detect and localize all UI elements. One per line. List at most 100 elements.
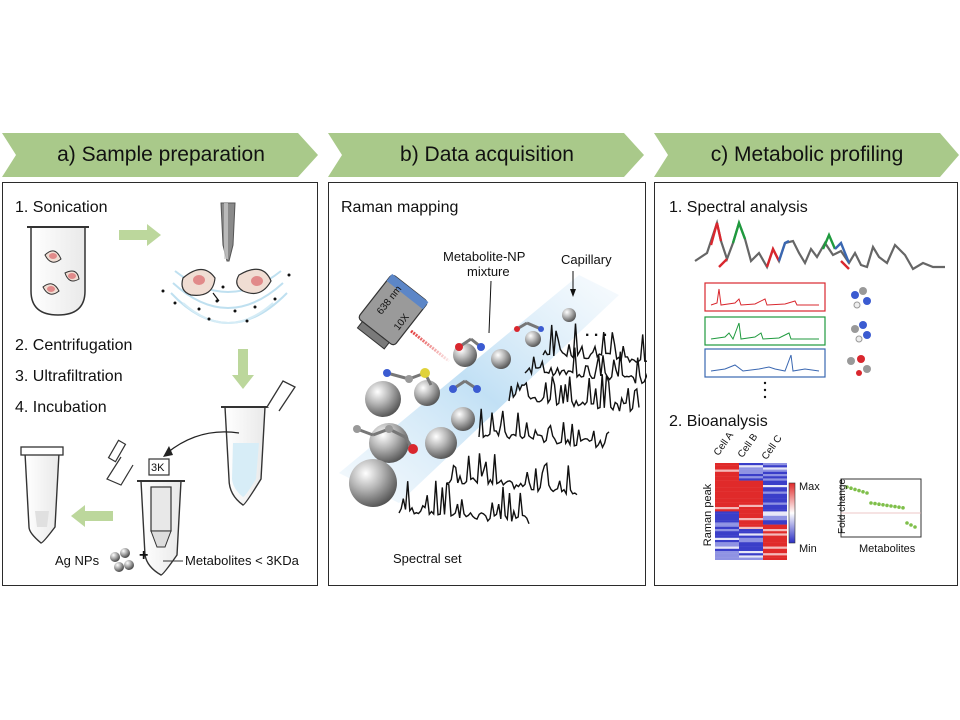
heatmap-cell	[715, 557, 739, 560]
fold-change-point	[853, 487, 857, 492]
raman-mapping-title: Raman mapping	[341, 199, 459, 216]
heatmap-cell	[739, 518, 763, 521]
heatmap-cell	[763, 529, 787, 532]
heatmap-cell	[715, 491, 739, 494]
fold-change-point	[881, 503, 885, 507]
heatmap-cell	[739, 524, 763, 527]
heatmap-cell	[763, 537, 787, 541]
heatmap-cell	[763, 467, 787, 470]
green-arrow-left	[71, 505, 113, 527]
heatmap-cell	[763, 551, 787, 554]
heatmap-cell	[739, 553, 763, 556]
heatmap-cell	[715, 542, 739, 545]
heatmap-cell	[739, 540, 763, 543]
heatmap-cell	[715, 467, 739, 470]
profiling-illustration	[694, 218, 945, 560]
heatmap-cell	[715, 469, 739, 472]
banner-arrow-shape	[328, 133, 644, 177]
sample-prep-illustration	[20, 202, 296, 576]
step-ultrafiltration: 3. Ultrafiltration	[15, 368, 123, 385]
fold-change-xlabel: Metabolites	[859, 543, 916, 555]
heatmap-cell	[715, 553, 739, 556]
step-sonication: 1. Sonication	[15, 199, 108, 216]
heatmap-cell	[715, 511, 739, 514]
heatmap-cell	[763, 480, 787, 483]
fold-change-point	[913, 525, 917, 529]
heatmap-cell	[763, 511, 787, 514]
heatmap-color-scale	[788, 482, 796, 544]
heatmap-cell	[739, 542, 763, 545]
heatmap-cell	[739, 489, 763, 492]
heatmap-cell	[739, 469, 763, 472]
heatmap-cell	[763, 485, 787, 488]
heatmap-cell	[715, 498, 739, 501]
heatmap-cell	[739, 533, 763, 536]
heatmap-cell	[739, 557, 763, 560]
step-spectral-analysis: 1. Spectral analysis	[669, 199, 808, 216]
heatmap-cell	[715, 493, 739, 497]
heatmap-cell	[763, 555, 787, 558]
spectrum-trace	[542, 323, 647, 364]
heatmap-cell	[763, 542, 787, 545]
heatmap-cell	[739, 480, 763, 483]
heatmap-cell	[739, 502, 763, 505]
heatmap-cell	[739, 548, 763, 552]
more-spectra-dots: . . .	[585, 323, 608, 340]
fold-change-point	[905, 521, 909, 525]
heatmap-cell	[763, 482, 787, 486]
fold-change-point	[849, 486, 853, 491]
heatmap-cell	[739, 471, 763, 475]
heatmap-cell	[739, 500, 763, 503]
fold-change-point	[885, 503, 889, 508]
spectrum-trace	[524, 347, 647, 385]
heatmap-cell	[763, 471, 787, 475]
heatmap-cell	[739, 537, 763, 541]
heatmap-cell	[763, 502, 787, 505]
heatmap-cell	[763, 546, 787, 549]
fold-change-point	[873, 501, 877, 506]
heatmap-cell	[715, 537, 739, 541]
heatmap-cell	[715, 465, 739, 468]
ultrafiltration-tube	[106, 439, 185, 576]
heatmap-cell	[715, 487, 739, 490]
heatmap-ylabel: Raman peak	[702, 483, 715, 547]
heatmap-cell	[715, 482, 739, 486]
heatmap-cell	[763, 531, 787, 534]
heatmap-cell	[763, 493, 787, 497]
heatmap-cell	[763, 518, 787, 521]
heatmap-cell	[763, 500, 787, 503]
heatmap-cell	[715, 520, 739, 523]
fold-change-point	[893, 504, 897, 509]
heatmap-cell	[715, 500, 739, 503]
heatmap-cell	[763, 548, 787, 552]
banner-data-acquisition: b) Data acquisition	[328, 133, 646, 177]
product-tube	[20, 446, 64, 544]
heatmap-cell	[715, 515, 739, 519]
heatmap-cell	[715, 548, 739, 552]
spectrum-trace	[478, 408, 610, 450]
vertical-ellipsis	[763, 381, 767, 399]
heatmap-cell	[739, 515, 763, 519]
heatmap-cell	[739, 491, 763, 494]
heatmap-cell	[739, 529, 763, 532]
heatmap-cell	[763, 469, 787, 472]
heatmap-cell	[739, 544, 763, 547]
heatmap-cell	[739, 504, 763, 508]
heatmap-cell	[763, 509, 787, 512]
mixture-label-line2: mixture	[467, 264, 510, 279]
heatmap-cell	[739, 482, 763, 486]
heatmap-cell	[715, 485, 739, 488]
heatmap-cell	[715, 546, 739, 549]
heatmap-cell	[739, 507, 763, 510]
heatmap-cell	[739, 535, 763, 538]
fold-change-point	[845, 485, 849, 489]
heatmap-cell	[715, 535, 739, 538]
heatmap-cell	[715, 513, 739, 516]
heatmap-cell	[715, 551, 739, 554]
spectral-set-label: Spectral set	[393, 551, 462, 566]
heatmap-cell	[739, 496, 763, 499]
silver-nanoparticles	[349, 308, 576, 507]
scale-max-label: Max	[799, 481, 820, 493]
heatmap-cell	[763, 535, 787, 538]
fold-change-points	[845, 485, 917, 529]
